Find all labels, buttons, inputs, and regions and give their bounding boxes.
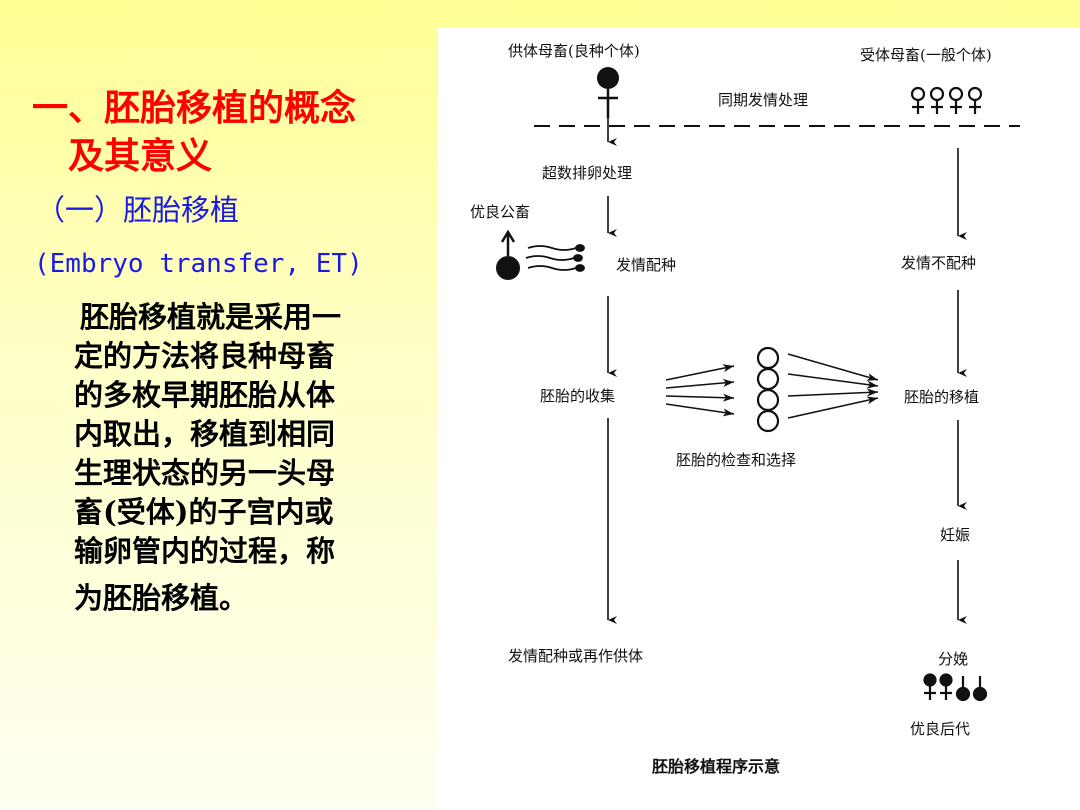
body-line: 胚胎移植就是采用一: [80, 300, 342, 334]
embryo-transfer-diagram: 供体母畜(良种个体) 受体母畜(一般个体) 同期发情处理 超数排卵处理 优良公畜: [438, 28, 1080, 810]
diagram-caption: 胚胎移植程序示意: [652, 757, 780, 776]
embryos-icon: [756, 346, 780, 433]
offspring-icon: [923, 673, 988, 702]
superovulation-label: 超数排卵处理: [542, 164, 632, 182]
sire-label: 优良公畜: [470, 203, 530, 221]
body-line: 定的方法将良种母畜: [74, 339, 336, 373]
estrus-no-mating-label: 发情不配种: [901, 254, 976, 272]
body-line: 畜(受体)的子宫内或: [74, 495, 334, 529]
recipient-label: 受体母畜(一般个体): [860, 46, 992, 64]
sire-male-icon: [496, 229, 520, 280]
left-arrows: [665, 364, 735, 417]
embryo-collection-label: 胚胎的收集: [540, 387, 615, 405]
donor-reuse-label: 发情配种或再作供体: [508, 647, 643, 665]
estrus-mating-label: 发情配种: [616, 256, 676, 274]
body-line: 输卵管内的过程，称: [74, 534, 336, 568]
title-line-1: 一、胚胎移植的概念: [32, 87, 357, 129]
title-line-2: 及其意义: [68, 135, 213, 177]
birth-label: 分娩: [938, 650, 968, 668]
body-line: 为胚胎移植。: [74, 581, 249, 615]
body-line: 内取出，移植到相同: [74, 417, 336, 451]
slide-title: 一、胚胎移植的概念 及其意义: [32, 84, 432, 180]
body-line: 生理状态的另一头母: [74, 456, 336, 490]
donor-female-icon: [597, 67, 619, 118]
sync-estrus-label: 同期发情处理: [718, 91, 808, 109]
english-term: (Embryo transfer, ET): [34, 249, 363, 279]
donor-label: 供体母畜(良种个体): [508, 42, 640, 60]
embryo-inspection-label: 胚胎的检查和选择: [676, 451, 796, 469]
recipient-females-icon: [910, 86, 983, 114]
section-subtitle: （一）胚胎移植: [36, 193, 240, 227]
pregnancy-label: 妊娠: [940, 526, 970, 544]
offspring-label: 优良后代: [910, 720, 970, 738]
body-line: 的多枚早期胚胎从体: [74, 378, 336, 412]
embryo-transfer-label: 胚胎的移植: [904, 388, 979, 406]
sperm-icon: [525, 244, 585, 272]
definition-text: 胚胎移植就是采用一 定的方法将良种母畜 的多枚早期胚胎从体 内取出，移植到相同 …: [74, 298, 414, 618]
right-arrows: [787, 353, 879, 419]
